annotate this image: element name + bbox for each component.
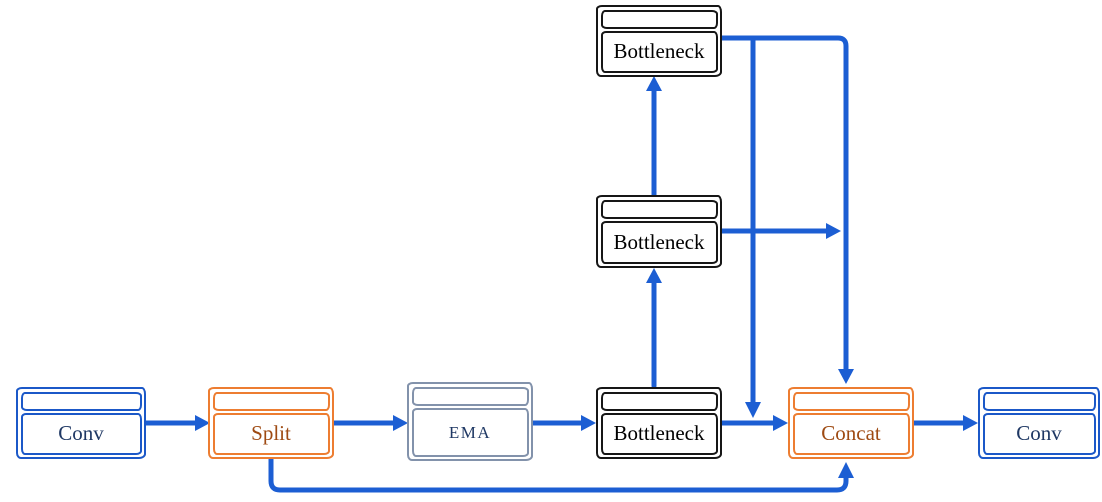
- node-conv-out: Conv: [978, 387, 1100, 459]
- node-bottleneck-1: Bottleneck: [596, 387, 722, 459]
- edge-bottleneck-3-to-concat: [719, 35, 854, 384]
- node-header-strip: [982, 391, 1096, 411]
- edge-concat-to-conv-out: [911, 415, 978, 431]
- edge-bottleneck-2-to-bottleneck-3: [646, 76, 662, 198]
- node-label: Bottleneck: [600, 30, 718, 73]
- edge-bottleneck-1-to-concat: [719, 415, 788, 431]
- node-label: Bottleneck: [600, 412, 718, 455]
- edge-split-to-ema: [330, 415, 408, 431]
- edge-bottleneck-3-branch-drop: [745, 35, 761, 418]
- edge-ema-to-bottleneck-1: [529, 415, 596, 431]
- node-label: Bottleneck: [600, 220, 718, 264]
- node-label: Concat: [792, 412, 910, 455]
- edge-bottleneck-2-to-concat: [719, 223, 841, 239]
- node-header-strip: [600, 391, 718, 411]
- edge-conv-in-to-split: [143, 415, 210, 431]
- node-concat: Concat: [788, 387, 914, 459]
- node-header-strip: [212, 391, 330, 411]
- node-label: EMA: [411, 407, 529, 457]
- node-header-strip: [20, 391, 142, 411]
- node-label: Conv: [20, 412, 142, 455]
- edge-bottleneck-1-to-bottleneck-2: [646, 268, 662, 389]
- node-header-strip: [600, 9, 718, 29]
- node-header-strip: [600, 199, 718, 219]
- node-split: Split: [208, 387, 334, 459]
- node-label: Split: [212, 412, 330, 455]
- node-conv-in: Conv: [16, 387, 146, 459]
- node-header-strip: [411, 386, 529, 406]
- node-bottleneck-2: Bottleneck: [596, 195, 722, 268]
- node-header-strip: [792, 391, 910, 411]
- node-label: Conv: [982, 412, 1096, 455]
- edge-split-to-concat-shortcut: [268, 456, 854, 493]
- node-ema: EMA: [407, 382, 533, 461]
- node-bottleneck-3: Bottleneck: [596, 5, 722, 77]
